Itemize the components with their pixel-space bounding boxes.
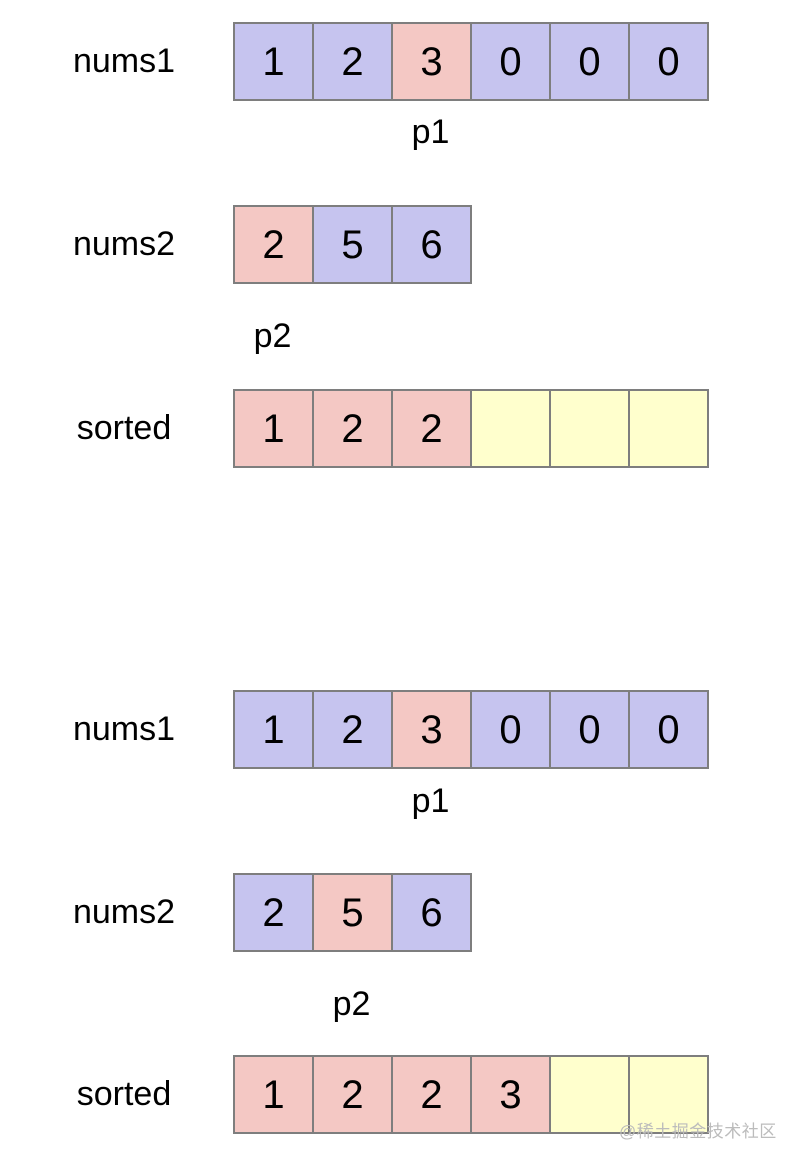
array-cell: 3 xyxy=(391,22,472,101)
array-cell: 2 xyxy=(391,1055,472,1134)
array-cell xyxy=(470,389,551,468)
array-cell xyxy=(628,389,709,468)
array-cell: 2 xyxy=(312,22,393,101)
array-cell: 1 xyxy=(233,1055,314,1134)
array-label-nums1: nums1 xyxy=(72,710,176,748)
pointer-label-p1: p1 xyxy=(411,113,450,151)
pointer-label-p2: p2 xyxy=(253,317,292,355)
array-cell: 1 xyxy=(233,690,314,769)
array-cell: 1 xyxy=(233,389,314,468)
array-label-nums1: nums1 xyxy=(72,42,176,80)
array-cell xyxy=(628,1055,709,1134)
array-cell: 3 xyxy=(470,1055,551,1134)
array-cell: 2 xyxy=(233,873,314,952)
array-cell: 5 xyxy=(312,873,393,952)
array-cell: 0 xyxy=(628,690,709,769)
array-label-sorted: sorted xyxy=(76,1075,172,1113)
array-cell: 2 xyxy=(233,205,314,284)
pointer-label-p1: p1 xyxy=(411,782,450,820)
array-cell: 0 xyxy=(470,690,551,769)
array-cell: 2 xyxy=(312,1055,393,1134)
array-cell: 0 xyxy=(628,22,709,101)
array-cell: 5 xyxy=(312,205,393,284)
array-label-sorted: sorted xyxy=(76,409,172,447)
array-cell: 2 xyxy=(312,690,393,769)
array-cell: 0 xyxy=(549,22,630,101)
array-cell: 2 xyxy=(312,389,393,468)
array-cell: 6 xyxy=(391,205,472,284)
array-cell: 0 xyxy=(549,690,630,769)
watermark: @稀土掘金技术社区 xyxy=(619,1122,777,1141)
array-cell xyxy=(549,1055,630,1134)
array-label-nums2: nums2 xyxy=(72,893,176,931)
array-cell: 6 xyxy=(391,873,472,952)
pointer-label-p2: p2 xyxy=(332,985,371,1023)
array-cell: 3 xyxy=(391,690,472,769)
array-label-nums2: nums2 xyxy=(72,225,176,263)
array-cell: 0 xyxy=(470,22,551,101)
array-cell xyxy=(549,389,630,468)
array-cell: 1 xyxy=(233,22,314,101)
array-cell: 2 xyxy=(391,389,472,468)
